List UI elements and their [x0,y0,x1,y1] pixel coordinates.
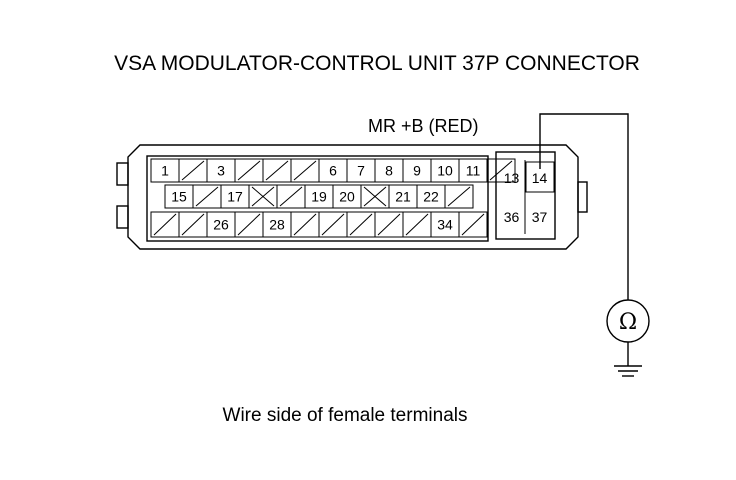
connector-housing [116,144,588,250]
ohmmeter-icon: Ω [606,299,650,343]
empty-pin-slash [237,160,261,181]
pin-number: 26 [213,217,229,233]
right-latch [577,181,588,213]
empty-pin-slash [447,186,471,207]
pin-number: 34 [437,217,453,233]
empty-pin-slash [195,186,219,207]
pin-number: 8 [385,163,393,179]
pin-cell [458,211,488,238]
pin-number: 28 [269,217,285,233]
pin-number: 9 [413,163,421,179]
pin-number: 7 [357,163,365,179]
pin-number: 17 [227,189,243,205]
blocked-pin-cross [251,186,275,207]
ground-icon [614,342,642,377]
pin-number: 20 [339,189,355,205]
empty-pin-slash [461,213,485,236]
empty-pin-slash [321,213,345,236]
pin-cell [486,158,516,183]
probe-label: MR +B (RED) [368,116,479,136]
empty-pin-slash [153,213,177,236]
pin-number: 3 [217,163,225,179]
empty-pin-slash [279,186,303,207]
main-pin-block [146,155,489,242]
pin-number: 6 [329,163,337,179]
empty-pin-slash [237,213,261,236]
probe-wire [539,113,629,300]
ohmmeter-symbol: Ω [619,310,637,335]
pin-number: 37 [532,209,548,225]
pin-cell [444,184,474,209]
pin-number: 10 [437,163,453,179]
pin-number: 19 [311,189,327,205]
empty-pin-slash [349,213,373,236]
pin-number: 1 [161,163,169,179]
empty-pin-slash [293,160,317,181]
empty-pin-slash [181,213,205,236]
empty-pin-slash [489,160,513,181]
side-pin-block [495,151,556,240]
empty-pin-slash [181,160,205,181]
pin-number: 13 [504,170,520,186]
empty-pin-slash [405,213,429,236]
empty-pin-slash [293,213,317,236]
pin-number: 22 [423,189,439,205]
pin-number: 14 [532,170,548,186]
empty-pin-slash [377,213,401,236]
pin-number: 15 [171,189,187,205]
blocked-pin-cross [363,186,387,207]
left-latch-top [116,162,129,186]
diagram-title: VSA MODULATOR-CONTROL UNIT 37P CONNECTOR [114,52,640,75]
left-latch-bottom [116,205,129,229]
pin-number: 36 [504,209,520,225]
diagram-caption: Wire side of female terminals [223,405,468,426]
pin-number: 21 [395,189,411,205]
empty-pin-slash [265,160,289,181]
pin-number: 11 [466,163,481,179]
